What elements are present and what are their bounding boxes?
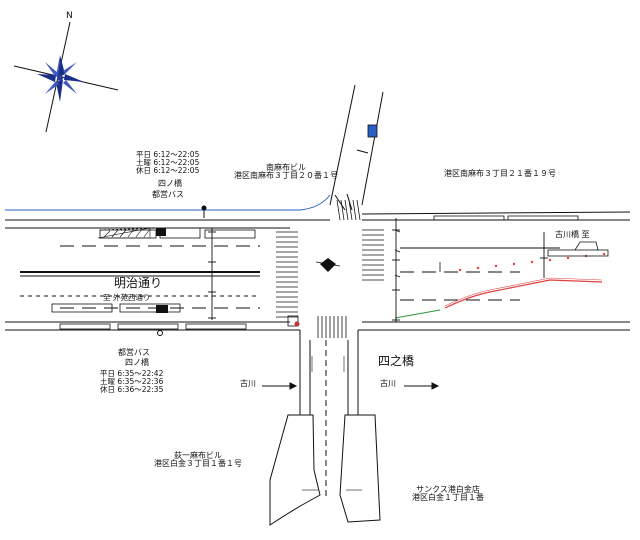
river-flow-arrow	[262, 382, 440, 390]
river-label-west: 古川	[240, 379, 256, 388]
compass-north-label: N	[66, 11, 73, 21]
compass-rose-icon	[13, 21, 119, 133]
bus-stop-pole-south-icon	[157, 330, 163, 336]
river-label-east: 古川	[380, 379, 396, 388]
bus-operator-north: 都営バス	[152, 190, 184, 199]
river-bank-east	[339, 414, 381, 523]
schedule-line: 平日 6:12～22:05	[136, 150, 200, 159]
building-sw: 荻一麻布ビル 港区白金３丁目１番１号	[148, 451, 248, 469]
bus-stop-marker-south	[156, 305, 168, 313]
building-se: サンクス港白金店 港区白金１丁目１番	[398, 485, 498, 503]
signal-red-icon	[294, 321, 300, 327]
schedule-line: 休日 6:12～22:05	[136, 165, 200, 175]
bus-route-line	[5, 194, 331, 211]
bus-schedule-south: 平日 6:35～22:42 土曜 6:35～22:36 休日 6:36～22:3…	[100, 370, 163, 394]
building-ne-address: 港区南麻布３丁目２１番１９号	[444, 169, 556, 178]
bus-operator-south: 都営バス	[118, 348, 150, 357]
red-dot-line	[458, 252, 606, 272]
schedule-line: 休日 6:36～22:35	[100, 384, 164, 394]
crosswalk-east	[362, 229, 384, 281]
green-route-line	[394, 309, 441, 319]
crosswalk-south	[317, 316, 347, 338]
red-route-line	[444, 279, 603, 309]
crosswalk-north	[336, 199, 361, 221]
schedule-line: 土曜 6:12～22:05	[136, 157, 200, 167]
bus-stop-marker-north	[156, 228, 166, 236]
building-name: 荻一麻布ビル	[174, 451, 222, 460]
building-name: サンクス港白金店	[416, 485, 480, 494]
road-label-meiji: 明治通り	[114, 276, 163, 290]
north-street	[329, 84, 384, 211]
signal-poles	[208, 218, 548, 322]
building-address: 港区白金３丁目１番１号	[154, 459, 242, 469]
schedule-line: 土曜 6:35～22:36	[100, 376, 164, 386]
building-address: 港区白金１丁目１番	[412, 493, 484, 503]
building-name: 南麻布ビル	[266, 163, 306, 172]
road-label-yonobashi: 四之橋	[378, 354, 415, 368]
intersection-marker-icon	[315, 258, 341, 272]
bus-stop-sign-north-street	[367, 124, 378, 138]
bus-bay	[97, 227, 151, 239]
crosswalk-west	[276, 231, 298, 318]
building-nw: 南麻布ビル 港区南麻布３丁目２０番１号	[228, 163, 344, 181]
river-bank-west	[269, 414, 321, 526]
meiji-dori	[5, 211, 631, 331]
east-structures	[394, 215, 609, 278]
road-label-meiji-dest: 至 外苑西通り	[103, 293, 151, 302]
bus-stop-name-north: 四ノ橋	[158, 179, 182, 188]
building-address: 港区南麻布３丁目２０番１号	[234, 171, 338, 181]
dimension-ticks	[302, 356, 362, 491]
yonobashi-bridge	[290, 329, 370, 500]
bus-schedule-north: 平日 6:12～22:05 土曜 6:12～22:05 休日 6:12～22:0…	[136, 151, 199, 175]
signal-box	[287, 315, 299, 327]
schedule-line: 平日 6:35～22:42	[100, 369, 164, 378]
road-label-furukawabashi: 古川橋 至	[555, 230, 590, 239]
bus-stop-name-south: 四ノ橋	[125, 358, 149, 367]
